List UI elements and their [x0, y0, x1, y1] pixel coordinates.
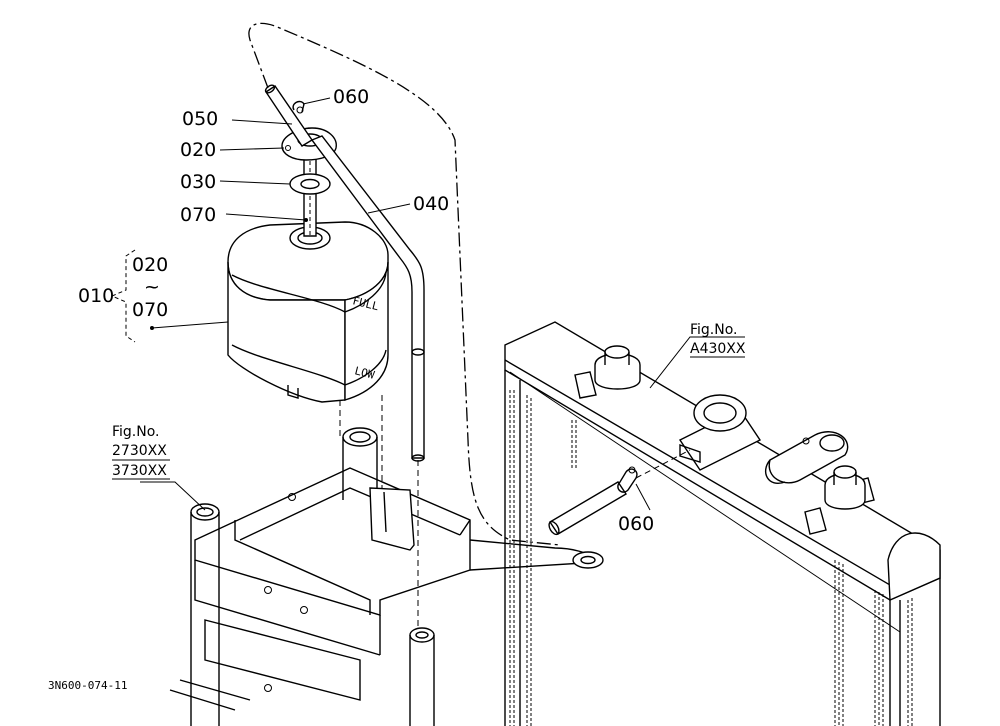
label-060-top: 060 — [333, 86, 369, 108]
tank-low-mark: LOW — [353, 364, 376, 382]
label-040: 040 — [413, 193, 449, 215]
frame-fig-label: Fig.No. — [112, 424, 160, 440]
part-010-bracket — [110, 249, 136, 343]
core-fins-right — [834, 560, 913, 726]
washer-030 — [289, 173, 331, 195]
label-010: 010 — [78, 285, 114, 307]
label-030: 030 — [180, 171, 216, 193]
frame-fig-code-2: 3730XX — [112, 463, 167, 479]
radiator — [504, 321, 941, 726]
frame-fig-code-1: 2730XX — [112, 443, 167, 459]
frame-bracket — [169, 427, 604, 726]
label-010-tilde: ~ — [144, 276, 160, 298]
clip-060-top — [292, 100, 305, 114]
label-060-lower: 060 — [618, 513, 654, 535]
label-020: 020 — [180, 139, 216, 161]
core-fins-left — [509, 390, 577, 726]
tank-full-mark: FULL — [351, 294, 380, 313]
overflow-hose-path — [248, 22, 561, 546]
label-050: 050 — [182, 108, 218, 130]
label-010-range-start: 020 — [132, 254, 168, 276]
drawing-id: 3N600-074-11 — [48, 679, 127, 692]
label-010-range-end: 070 — [132, 299, 168, 321]
pipe-040 — [310, 135, 425, 630]
radiator-fig-code: A430XX — [690, 341, 746, 357]
label-070: 070 — [180, 204, 216, 226]
radiator-fig-label: Fig.No. — [690, 322, 738, 338]
leader-lines — [140, 97, 745, 511]
radiator-hose — [548, 449, 691, 536]
reservoir-tank: FULL LOW — [227, 221, 389, 403]
